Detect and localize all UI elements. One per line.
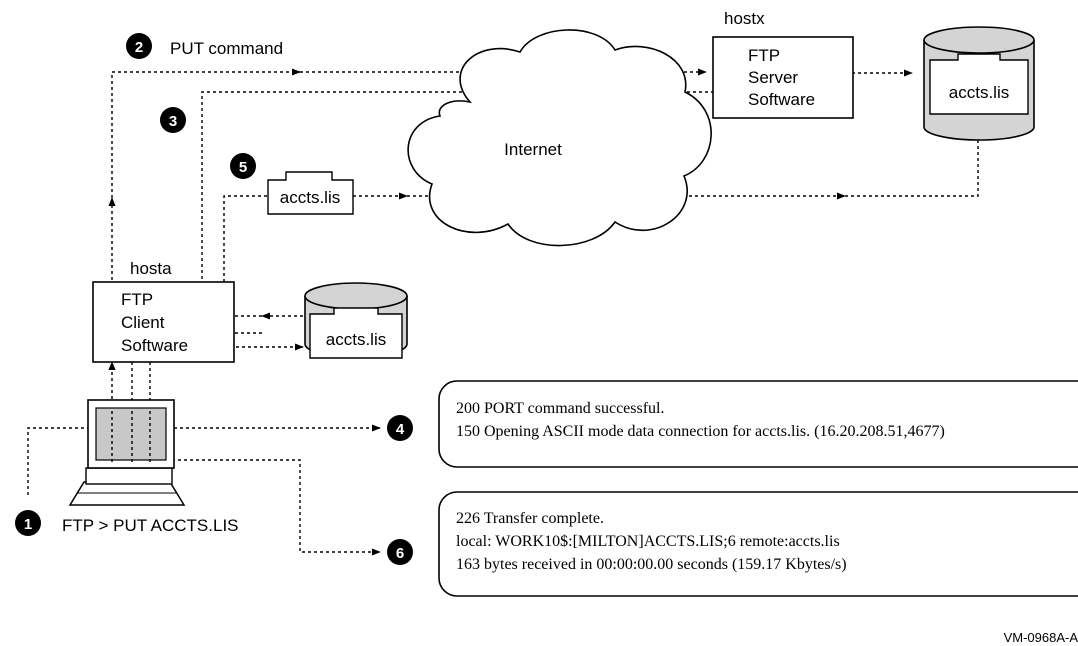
step2-label: PUT command <box>170 39 283 58</box>
message-6-line-1: 226 Transfer complete. <box>456 510 604 527</box>
internet-label: Internet <box>504 140 562 159</box>
ftp-server-box: hostx FTP Server Software <box>712 9 854 119</box>
client-host-name: hosta <box>130 259 172 278</box>
figure-id: VM-0968A-A <box>1004 630 1078 645</box>
server-software-line-3: Software <box>748 90 815 109</box>
svg-text:2: 2 <box>135 39 143 56</box>
arrow-to-message-4 <box>149 362 381 432</box>
line-to-transfer-file <box>223 195 268 317</box>
svg-text:4: 4 <box>396 421 405 438</box>
message-4-line-1: 200 PORT command successful. <box>456 400 665 417</box>
svg-text:1: 1 <box>24 516 32 533</box>
step-5-marker: 5 <box>230 153 256 179</box>
message-6-line-3: 163 bytes received in 00:00:00.00 second… <box>456 556 847 573</box>
message-4-line-2: 150 Opening ASCII mode data connection f… <box>456 423 945 440</box>
transfer-file-icon: accts.lis <box>267 171 354 215</box>
step-3-marker: 3 <box>160 107 186 133</box>
arrow-to-message-6 <box>131 362 381 556</box>
step-4-marker: 4 <box>387 415 413 441</box>
local-disk-icon: accts.lis <box>304 282 408 359</box>
server-software-line-1: FTP <box>748 46 780 65</box>
remote-file-name: accts.lis <box>949 83 1009 102</box>
step-1-marker: 1 <box>15 510 41 536</box>
client-software-line-1: FTP <box>121 290 153 309</box>
server-host-name: hostx <box>724 9 765 28</box>
remote-disk-icon: accts.lis <box>923 26 1035 141</box>
arrow-put-command <box>111 68 301 198</box>
svg-text:6: 6 <box>396 545 404 562</box>
message-box-4: 200 PORT command successful. 150 Opening… <box>438 380 1078 468</box>
step-markers: 1 2 3 4 5 6 <box>15 33 413 565</box>
svg-text:3: 3 <box>169 113 177 130</box>
message-box-6: 226 Transfer complete. local: WORK10$:[M… <box>438 491 1078 597</box>
message-6-line-2: local: WORK10$:[MILTON]ACCTS.LIS;6 remot… <box>456 533 840 550</box>
transfer-file-name: accts.lis <box>280 188 340 207</box>
client-software-line-2: Client <box>121 313 165 332</box>
svg-text:5: 5 <box>239 159 247 176</box>
client-software-line-3: Software <box>121 336 188 355</box>
step-6-marker: 6 <box>387 539 413 565</box>
step-2-marker: 2 <box>126 33 152 59</box>
ftp-client-box: hosta FTP Client Software <box>92 259 235 363</box>
arrow-terminal-to-client <box>27 361 116 495</box>
server-software-line-2: Server <box>748 68 798 87</box>
terminal-connection-lines <box>111 410 151 462</box>
local-file-name: accts.lis <box>326 330 386 349</box>
step1-command: FTP > PUT ACCTS.LIS <box>62 516 239 535</box>
internet-cloud: Internet <box>407 29 712 247</box>
terminal-icon <box>68 399 186 506</box>
